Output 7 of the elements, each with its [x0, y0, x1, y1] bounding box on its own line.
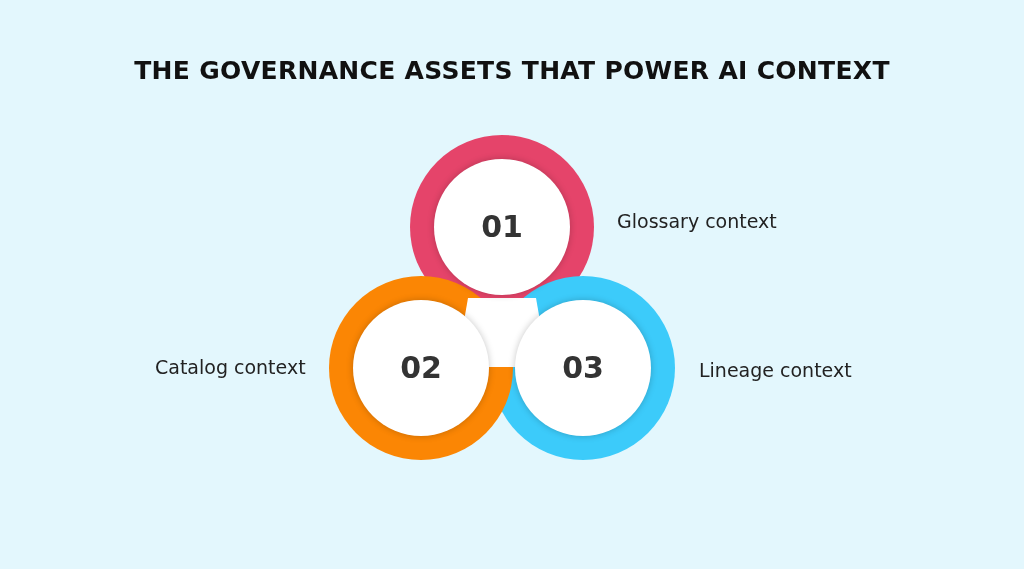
step-number: 01: [481, 212, 523, 242]
title: THE GOVERNANCE ASSETS THAT POWER AI CONTEXT: [134, 56, 890, 85]
step-number: 03: [562, 353, 604, 383]
step-caption: Lineage context: [699, 358, 852, 382]
step-caption: Glossary context: [617, 209, 777, 233]
step-caption: Catalog context: [155, 355, 306, 379]
step-number: 02: [400, 353, 442, 383]
